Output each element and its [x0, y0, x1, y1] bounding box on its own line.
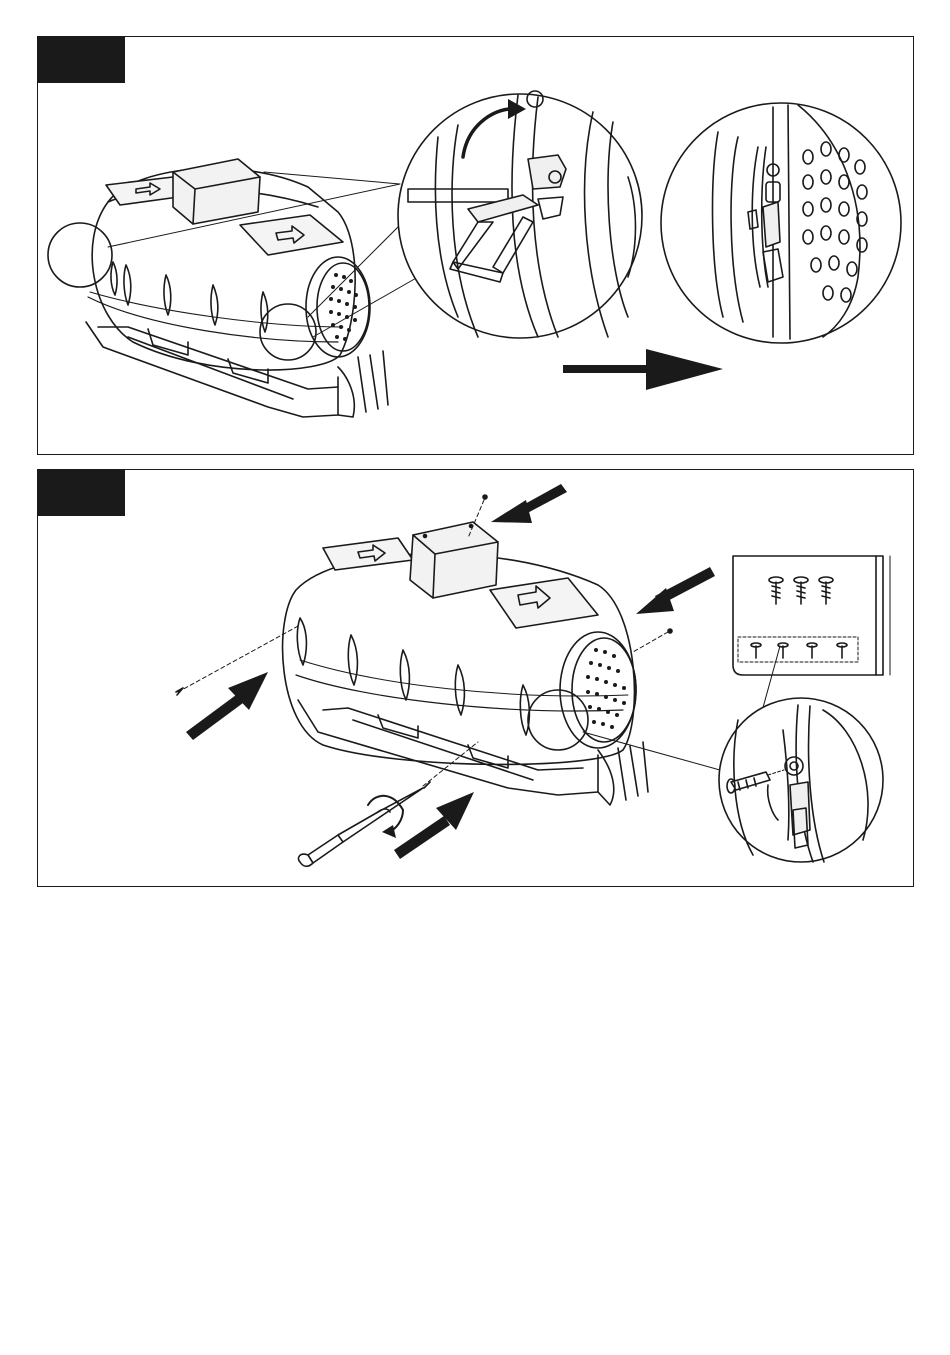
callout-circle-small: [528, 690, 588, 750]
step-panel-1: [37, 36, 914, 455]
insertion-arrow-right: [636, 567, 715, 614]
step-1-illustration: [38, 37, 915, 456]
composter-stand: [86, 322, 388, 417]
latch-detail-callout-closed: [661, 103, 901, 343]
direction-arrow-right: [563, 349, 723, 390]
callout-circle-small-right: [260, 304, 316, 360]
drum-end-screen: [560, 632, 636, 748]
screw-parts-inset: [733, 556, 890, 675]
callout-circle-small-left: [48, 223, 112, 287]
latch-detail-callout-opening: [398, 91, 642, 338]
drum-vents: [297, 618, 529, 735]
drum-lid-right: [240, 215, 343, 255]
step-panel-2: [37, 469, 914, 887]
long-screws-row: [769, 577, 833, 604]
step-2-illustration: [38, 470, 915, 888]
drum-lid-right: [490, 578, 598, 628]
insertion-arrow-left: [186, 672, 268, 740]
insertion-arrow-bottom: [394, 792, 474, 859]
drum-hatch-box: [173, 159, 260, 224]
short-screws-row: [751, 643, 847, 658]
drum-vents: [111, 262, 268, 332]
drum-lid-left: [323, 538, 413, 570]
drum-hatch-box: [410, 522, 498, 598]
screw-attachment-detail: [719, 698, 883, 862]
insertion-arrow-top: [491, 484, 567, 523]
